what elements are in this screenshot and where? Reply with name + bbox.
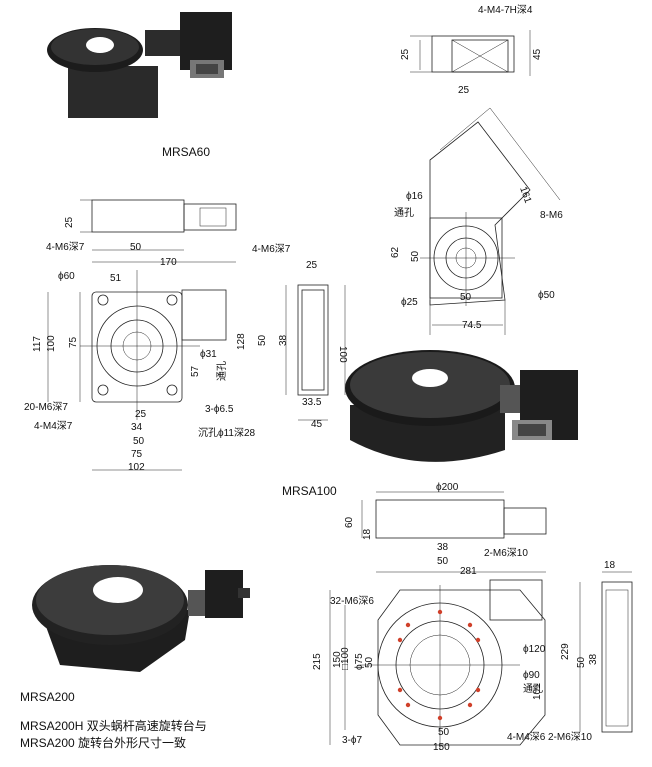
mrsa100-dim: 25 (64, 216, 75, 228)
mrsa100-dim: 50 (133, 436, 145, 447)
mrsa200-dim: □100 (340, 647, 351, 670)
mrsa60-dim: 50 (410, 250, 421, 262)
mrsa100-dim: 45 (311, 419, 323, 430)
mrsa100-photo (345, 350, 578, 462)
note-line-1: MRSA200H 双头蜗杆高速旋转台与 (20, 719, 207, 733)
mrsa100-dim: 3-ϕ6.5 (205, 404, 234, 415)
mrsa200-dim: 215 (312, 653, 323, 670)
mrsa60-dim: 50 (460, 292, 472, 303)
mrsa100-dim: 100 (46, 335, 57, 352)
mrsa60-dim: 4-M4-7H深4 (478, 4, 533, 16)
mrsa200-dim: 50 (576, 656, 587, 668)
mrsa60-photo (47, 12, 232, 118)
mrsa200-dim: 229 (560, 643, 571, 660)
mrsa200-side-view (361, 491, 547, 573)
mrsa200-dim: 50 (437, 556, 449, 567)
mrsa100-dim: 51 (110, 273, 122, 284)
mrsa100-dim: 25 (306, 260, 318, 271)
mrsa60-dim: 45 (532, 48, 543, 60)
mrsa60-dim: 通孔 (394, 207, 414, 219)
mrsa100-dim: 25 (135, 409, 147, 420)
mrsa60-dim: ϕ16 (406, 191, 423, 202)
mrsa100-dim: 100 (337, 346, 348, 363)
mrsa100-dim: 50 (257, 334, 268, 346)
mrsa60-dim: 74.5 (462, 320, 482, 331)
mrsa100-end-view (285, 284, 346, 421)
mrsa200-dim: 18 (362, 528, 373, 540)
mrsa100-dim: 通孔 (216, 361, 228, 381)
mrsa200-dim: 281 (460, 566, 477, 577)
mrsa100-side-view (80, 199, 237, 263)
mrsa60-dim: 8-M6 (540, 210, 563, 221)
mrsa100-dim: 57 (190, 365, 201, 377)
mrsa100-dim: 117 (32, 336, 43, 352)
mrsa200-dim: 38 (437, 542, 449, 553)
mrsa100-dim: 33.5 (302, 397, 322, 408)
mrsa60-dim: 25 (400, 48, 411, 60)
mrsa60-dim: ϕ25 (401, 297, 418, 308)
mrsa100-dim: 20-M6深7 (24, 401, 68, 413)
mrsa60-top-view (410, 30, 531, 76)
mrsa100-dim: 50 (130, 242, 142, 253)
note-line-2: MRSA200 旋转台外形尺寸一致 (20, 736, 187, 750)
mrsa100-dim: 4-M6深7 (252, 243, 291, 255)
mrsa200-dim: 101 (532, 683, 543, 700)
mrsa100-dim: 75 (131, 449, 143, 460)
mrsa200-dim: ϕ75 (354, 653, 365, 670)
mrsa100-dim: 4-M6深7 (46, 241, 85, 253)
mrsa60-dim: 25 (458, 85, 470, 96)
caption-mrsa60: MRSA60 (162, 145, 211, 159)
mrsa200-dim: 3-ϕ7 (342, 735, 362, 746)
mrsa100-dim: 沉孔ϕ11深28 (198, 426, 256, 439)
mrsa100-dim: 38 (278, 334, 289, 346)
mrsa200-dim: 38 (588, 653, 599, 665)
mrsa200-dim: ϕ200 (436, 482, 459, 493)
mrsa200-end-view (579, 571, 633, 733)
mrsa200-dim: 50 (364, 656, 375, 668)
mrsa200-dim: 18 (604, 560, 616, 571)
mrsa200-dim: ϕ120 (523, 644, 546, 655)
mrsa200-dim: 4-M4深6 (507, 731, 546, 743)
mrsa100-plan-view (47, 270, 227, 471)
mrsa200-dim: ϕ90 (523, 670, 540, 681)
mrsa200-dim: 2-M6深10 (484, 547, 528, 559)
mrsa200-dim: 50 (438, 727, 450, 738)
caption-mrsa100: MRSA100 (282, 484, 337, 498)
mrsa200-dim: 150 (332, 651, 343, 668)
mrsa60-dim: ϕ50 (538, 290, 555, 301)
mrsa60-dim: 62 (390, 246, 401, 258)
mrsa60-dim: 161 (517, 185, 533, 205)
mrsa200-dim: 通孔 (523, 683, 543, 695)
caption-mrsa200: MRSA200 (20, 690, 75, 704)
mrsa60-plan-view (420, 107, 561, 335)
mrsa200-dim: 60 (344, 516, 355, 528)
mrsa200-hole-markers (397, 609, 481, 721)
mrsa200-dim: 32-M6深6 (330, 595, 374, 607)
mrsa100-dim: 128 (236, 333, 247, 350)
mrsa100-dim: ϕ60 (58, 271, 75, 282)
mrsa100-dim: 75 (68, 336, 79, 348)
mrsa100-dim: 34 (131, 422, 143, 433)
mrsa200-dim: 2-M6深10 (548, 731, 592, 743)
mrsa100-dim: 4-M4深7 (34, 420, 73, 432)
mrsa100-dim: 170 (160, 257, 177, 268)
mrsa200-photo (32, 565, 250, 672)
mrsa200-dim: 150 (433, 742, 450, 753)
mrsa100-dim: 102 (128, 462, 145, 473)
mrsa100-dim: ϕ31 (200, 349, 217, 360)
